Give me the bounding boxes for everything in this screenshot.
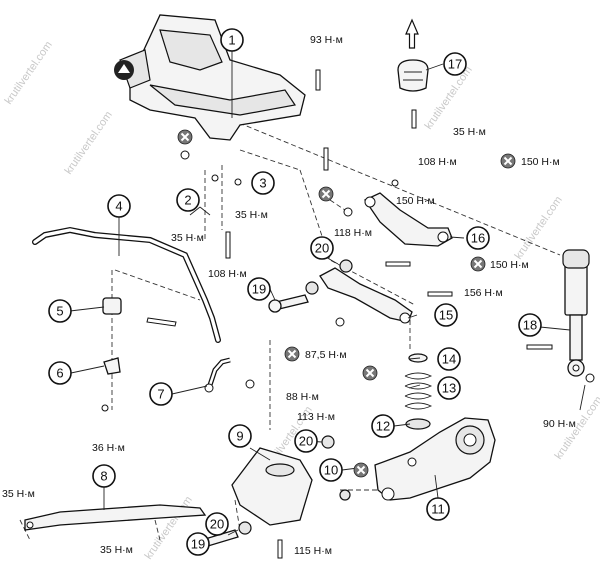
svg-text:7: 7 xyxy=(157,387,164,402)
single-use-x-marks xyxy=(177,129,516,478)
site-logo xyxy=(114,60,134,80)
svg-text:3: 3 xyxy=(259,176,266,191)
svg-text:12: 12 xyxy=(376,419,390,434)
single-use-x-mark xyxy=(470,256,486,272)
callout-20: 20 xyxy=(310,236,334,260)
callouts: 1 2 3 4 5 6 7 8 9 10 11 12 13 14 15 16 1… xyxy=(48,28,542,556)
callout-3: 3 xyxy=(251,171,275,195)
arrow-up-icon xyxy=(405,18,419,49)
svg-text:11: 11 xyxy=(431,502,445,517)
watermark-text: krutilvertel.com xyxy=(63,109,115,176)
single-use-x-mark xyxy=(318,186,334,202)
callout-20: 20 xyxy=(294,429,318,453)
torque-label: 35 Н·м xyxy=(171,232,204,244)
svg-text:20: 20 xyxy=(315,241,329,256)
bolts xyxy=(146,69,553,559)
toe-control-rod xyxy=(24,504,207,531)
stabilizer-bar xyxy=(32,226,221,343)
watermark-text: krutilvertel.com xyxy=(3,39,55,106)
callout-18: 18 xyxy=(518,313,542,337)
callout-7: 7 xyxy=(149,382,173,406)
single-use-x-mark xyxy=(362,365,378,381)
single-use-x-mark xyxy=(500,153,516,169)
assembly-lines xyxy=(19,119,561,541)
watermark-text: krutilvertel.com xyxy=(143,494,195,561)
torque-label: 115 Н·м xyxy=(294,545,332,557)
svg-text:13: 13 xyxy=(442,381,456,396)
torque-label: 90 Н·м xyxy=(543,418,576,430)
callout-5: 5 xyxy=(48,299,72,323)
lower-link xyxy=(319,267,413,324)
shock-absorber xyxy=(562,249,595,383)
torque-label: 93 Н·м xyxy=(310,34,343,46)
torque-label: 108 Н·м xyxy=(208,268,247,280)
svg-text:1: 1 xyxy=(228,33,235,48)
svg-text:5: 5 xyxy=(56,304,63,319)
torque-label: 108 Н·м xyxy=(418,156,457,168)
callout-4: 4 xyxy=(107,194,131,218)
svg-text:8: 8 xyxy=(100,469,107,484)
watermark-text: krutilvertel.com xyxy=(423,64,475,131)
watermark-text: krutilvertel.com xyxy=(513,194,565,261)
callout-14: 14 xyxy=(437,347,461,371)
svg-text:9: 9 xyxy=(236,429,243,444)
callout-12: 12 xyxy=(371,414,395,438)
torque-label: 150 Н·м xyxy=(396,195,435,207)
single-use-x-mark xyxy=(284,346,300,362)
single-use-x-mark xyxy=(353,462,369,478)
callout-8: 8 xyxy=(92,464,116,488)
callout-20: 20 xyxy=(205,512,229,536)
torque-label: 88 Н·м xyxy=(286,391,319,403)
svg-text:2: 2 xyxy=(184,193,191,208)
svg-text:10: 10 xyxy=(324,463,338,478)
svg-text:4: 4 xyxy=(115,199,122,214)
bump-stop xyxy=(397,59,429,129)
torque-label: 35 Н·м xyxy=(100,544,133,556)
torque-label: 36 Н·м xyxy=(92,442,125,454)
callout-19: 19 xyxy=(247,277,271,301)
torque-labels: 93 Н·м 35 Н·м 108 Н·м 150 Н·м 150 Н·м 35… xyxy=(2,34,576,557)
stabilizer-link xyxy=(101,357,231,412)
subframe xyxy=(119,14,306,141)
torque-label: 118 Н·м xyxy=(334,227,372,239)
svg-text:6: 6 xyxy=(56,366,63,381)
torque-label: 156 Н·м xyxy=(464,287,503,299)
svg-text:19: 19 xyxy=(252,282,266,297)
torque-label: 35 Н·м xyxy=(235,209,268,221)
torque-label: 35 Н·м xyxy=(453,126,486,138)
callout-16: 16 xyxy=(466,226,490,250)
rear-knuckle xyxy=(374,417,496,501)
svg-text:20: 20 xyxy=(299,434,313,449)
callout-10: 10 xyxy=(319,458,343,482)
callout-9: 9 xyxy=(228,424,252,448)
svg-text:16: 16 xyxy=(471,231,485,246)
single-use-x-mark xyxy=(177,129,193,145)
callout-2: 2 xyxy=(176,188,200,212)
callout-1: 1 xyxy=(220,28,244,52)
callout-13: 13 xyxy=(437,376,461,400)
torque-label: 113 Н·м xyxy=(297,411,335,423)
callout-17: 17 xyxy=(443,52,467,76)
torque-label: 150 Н·м xyxy=(521,156,560,168)
callout-6: 6 xyxy=(48,361,72,385)
svg-text:18: 18 xyxy=(523,318,537,333)
svg-text:17: 17 xyxy=(448,57,462,72)
torque-label: 87,5 Н·м xyxy=(305,349,347,361)
callout-15: 15 xyxy=(434,303,458,327)
torque-label: 150 Н·м xyxy=(490,259,529,271)
svg-text:14: 14 xyxy=(442,352,456,367)
coil-spring xyxy=(404,353,433,430)
callout-19: 19 xyxy=(186,532,210,556)
torque-label: 35 Н·м xyxy=(2,488,35,500)
svg-text:15: 15 xyxy=(439,308,453,323)
svg-text:19: 19 xyxy=(191,537,205,552)
svg-text:20: 20 xyxy=(210,517,224,532)
upper-link xyxy=(364,192,453,247)
callout-11: 11 xyxy=(426,497,450,521)
